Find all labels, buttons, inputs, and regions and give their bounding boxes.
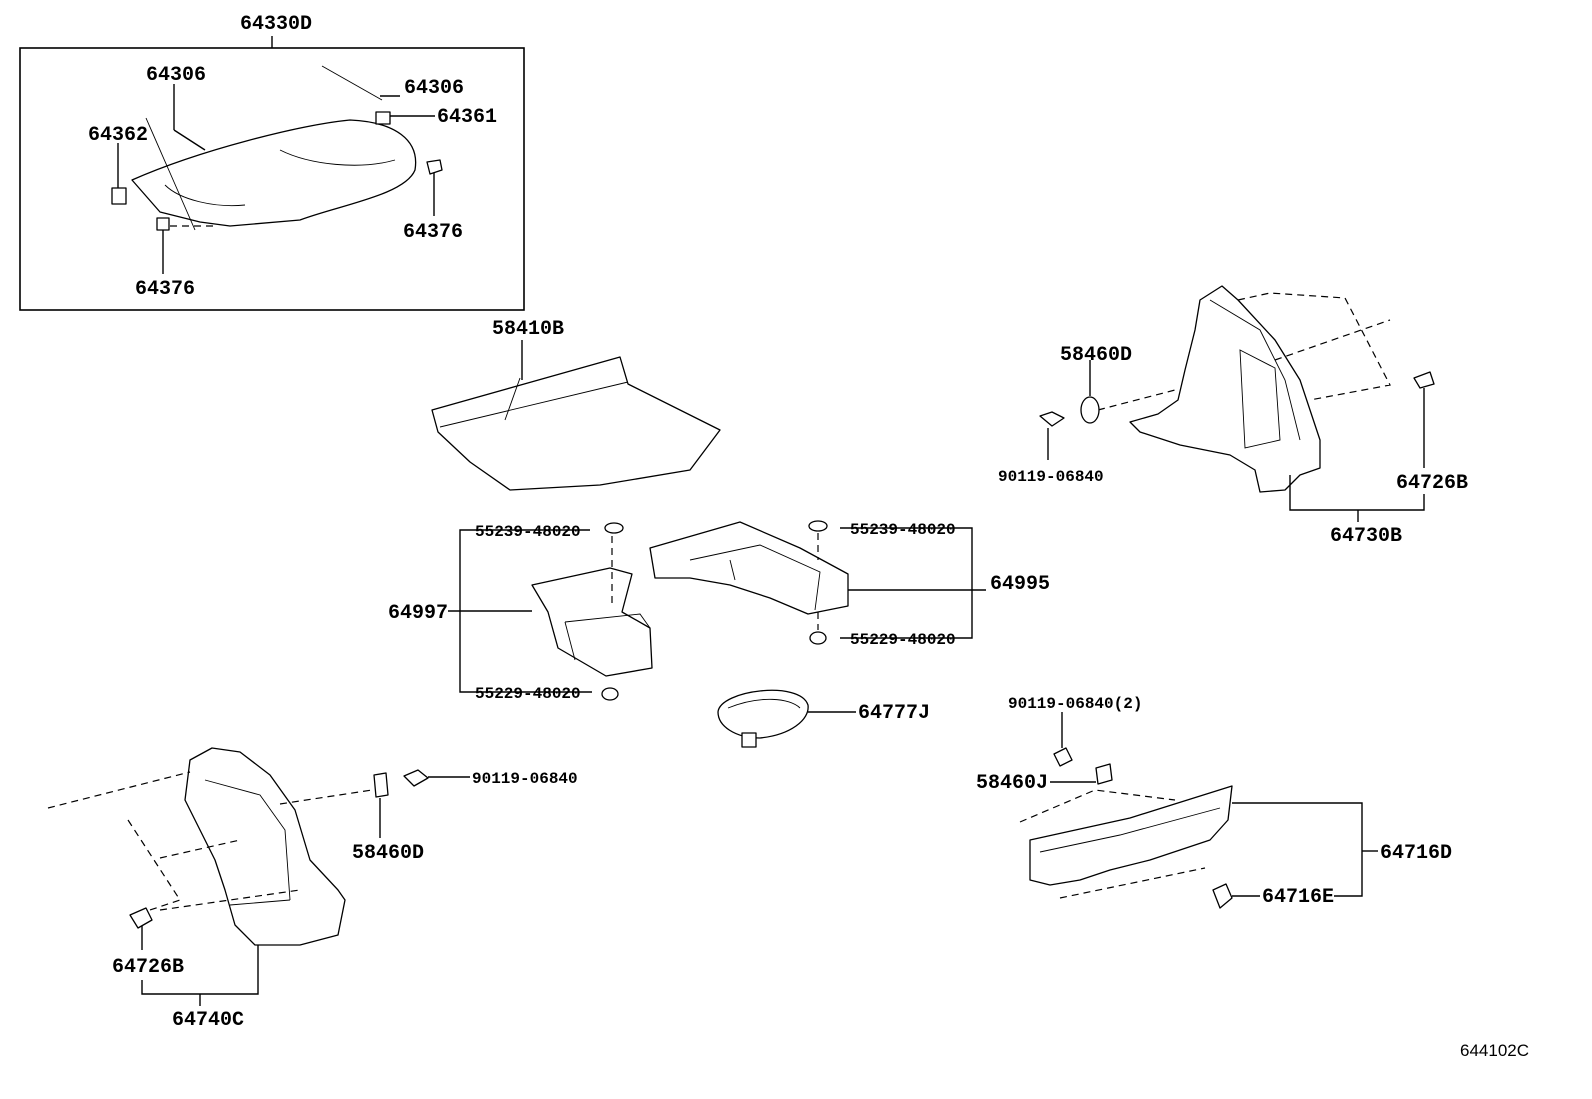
label-64362: 64362: [88, 124, 148, 147]
label-64330D: 64330D: [240, 13, 312, 36]
tonneau-cover-assembly: 64330D 64306 64306 64361 64362 64376 643…: [19, 13, 525, 311]
tray-64997: [531, 567, 653, 677]
label-64730B: 64730B: [1330, 525, 1402, 548]
clip-55239-right: [808, 520, 828, 532]
bowl-foot: [741, 732, 757, 748]
quarter-trim-right-assembly: 58460D 90119-06840 64726B 64730B: [998, 285, 1468, 548]
clip-64726B-right: [1413, 371, 1435, 389]
clip-55229-left: [601, 687, 619, 701]
holder-64376-right: [426, 159, 443, 175]
label-64716D: 64716D: [1380, 842, 1452, 865]
quarter-trim-panel-64740C: [184, 747, 346, 946]
clip-55239-left: [604, 522, 624, 534]
label-55229-left: 55229-48020: [475, 685, 581, 703]
spacer-58460D-right: [1080, 396, 1100, 424]
label-64995: 64995: [990, 573, 1050, 596]
bolt-90119-left: [403, 769, 429, 787]
rod-64306-right: [321, 65, 383, 101]
label-64306-right: 64306: [404, 77, 464, 100]
label-55229-right: 55229-48020: [850, 631, 956, 649]
label-55239-left: 55239-48020: [475, 523, 581, 541]
label-55239-right: 55239-48020: [850, 521, 956, 539]
rod-64306-left: [145, 117, 196, 231]
bowl-64777J-assembly: 64777J: [717, 689, 930, 748]
label-64376-right: 64376: [403, 221, 463, 244]
label-58410B: 58410B: [492, 318, 564, 341]
bowl-64777J: [717, 689, 809, 739]
tray-64997-assembly: 55239-48020 64997 55229-48020: [388, 522, 653, 703]
clip-64726B-left: [129, 907, 153, 929]
label-90119-left: 90119-06840: [472, 770, 578, 788]
holder-64376-left: [156, 217, 170, 231]
spacer-58460D-left: [373, 772, 389, 798]
label-64740C: 64740C: [172, 1009, 244, 1032]
label-90119-2: 90119-06840(2): [1008, 695, 1142, 713]
label-64716E: 64716E: [1262, 886, 1334, 909]
label-64376-left: 64376: [135, 278, 195, 301]
spacer-58460J: [1095, 763, 1113, 785]
floor-mat-assembly: 58410B: [431, 318, 721, 491]
label-90119-right: 90119-06840: [998, 468, 1104, 486]
label-64997: 64997: [388, 602, 448, 625]
clip-64362: [111, 187, 127, 205]
label-58460D-right: 58460D: [1060, 344, 1132, 367]
quarter-trim-panel-64730B: [1129, 285, 1321, 493]
label-58460D-left: 58460D: [352, 842, 424, 865]
diagram-reference-code: 644102C: [1460, 1041, 1529, 1060]
bolt-90119-right: [1039, 411, 1065, 427]
label-64306-left: 64306: [146, 64, 206, 87]
tray-64995: [649, 521, 849, 615]
label-64726B-right: 64726B: [1396, 472, 1468, 495]
tonneau-cover-panel: [131, 119, 417, 227]
back-panel-trim-assembly: 90119-06840(2) 58460J 64716D 64716E: [976, 695, 1452, 909]
quarter-trim-left-assembly: 90119-06840 58460D 64726B 64740C: [47, 747, 578, 1032]
label-64726B-left: 64726B: [112, 956, 184, 979]
floor-mat-58410B: [431, 356, 721, 491]
clip-64361: [375, 111, 391, 125]
label-64777J: 64777J: [858, 702, 930, 725]
clip-55229-right: [809, 631, 827, 645]
label-58460J: 58460J: [976, 772, 1048, 795]
back-panel-trim-64716D: [1029, 785, 1233, 886]
label-64361: 64361: [437, 106, 497, 129]
tray-64995-assembly: 55239-48020 64995 55229-48020: [649, 520, 1050, 649]
bolt-90119-2: [1053, 747, 1073, 767]
clip-64716E: [1212, 883, 1233, 909]
